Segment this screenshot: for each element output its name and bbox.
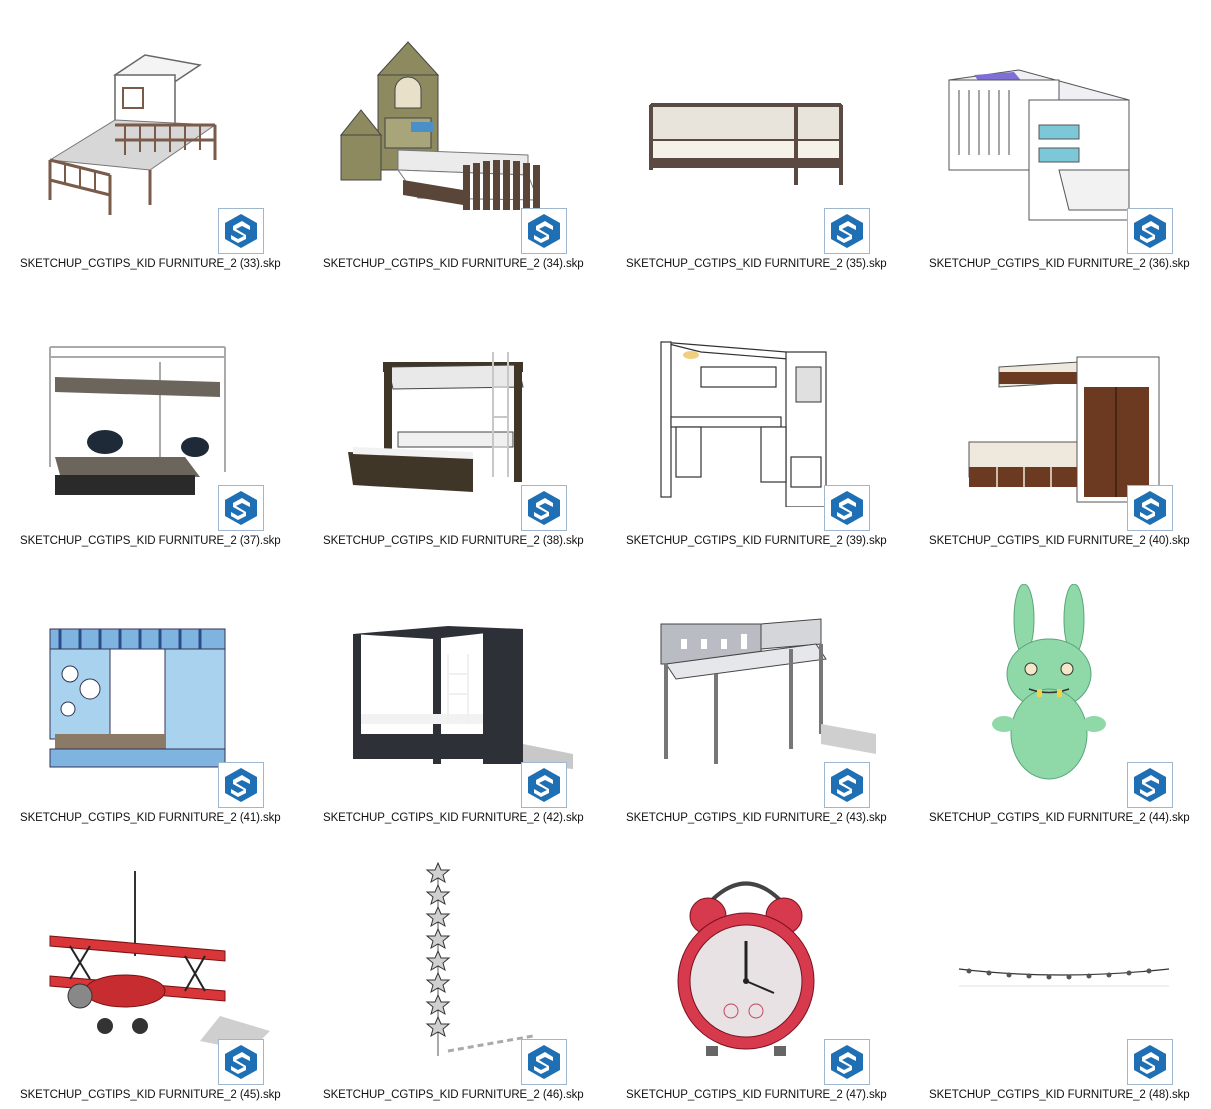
sketchup-logo-icon	[225, 491, 257, 525]
sketchup-logo-icon	[528, 214, 560, 248]
file-item[interactable]: SKETCHUP_CGTIPS_KID FURNITURE_2 (44).skp	[909, 554, 1211, 831]
file-thumbnail	[20, 861, 280, 1061]
file-name: SKETCHUP_CGTIPS_KID FURNITURE_2 (34).skp	[323, 258, 584, 270]
file-name: SKETCHUP_CGTIPS_KID FURNITURE_2 (46).skp	[323, 1089, 584, 1101]
sketchup-badge	[218, 208, 264, 254]
sketchup-badge	[218, 485, 264, 531]
sketchup-badge	[824, 762, 870, 808]
file-item[interactable]: SKETCHUP_CGTIPS_KID FURNITURE_2 (40).skp	[909, 277, 1211, 554]
sketchup-badge	[521, 485, 567, 531]
sketchup-badge	[1127, 208, 1173, 254]
dark-bunk-bed-icon	[353, 626, 573, 769]
sketchup-badge	[521, 208, 567, 254]
sketchup-badge	[218, 1039, 264, 1085]
sketchup-badge	[218, 762, 264, 808]
sketchup-logo-icon	[225, 768, 257, 802]
sketchup-badge	[824, 485, 870, 531]
file-name: SKETCHUP_CGTIPS_KID FURNITURE_2 (36).skp	[929, 258, 1190, 270]
sketchup-badge	[1127, 762, 1173, 808]
file-thumbnail	[20, 307, 280, 507]
file-item[interactable]: SKETCHUP_CGTIPS_KID FURNITURE_2 (46).skp	[303, 831, 606, 1108]
sketchup-badge	[521, 762, 567, 808]
file-thumbnail	[929, 584, 1189, 784]
file-thumbnail	[626, 307, 886, 507]
file-name: SKETCHUP_CGTIPS_KID FURNITURE_2 (37).skp	[20, 535, 281, 547]
sketchup-badge	[824, 1039, 870, 1085]
sketchup-logo-icon	[831, 768, 863, 802]
file-thumbnail	[929, 861, 1189, 1061]
file-thumbnail	[20, 30, 280, 230]
file-thumbnail	[20, 584, 280, 784]
file-name: SKETCHUP_CGTIPS_KID FURNITURE_2 (35).skp	[626, 258, 887, 270]
loft-bed-icon	[660, 618, 876, 764]
file-item[interactable]: SKETCHUP_CGTIPS_KID FURNITURE_2 (36).skp	[909, 0, 1211, 277]
file-thumbnail	[323, 861, 583, 1061]
sketchup-logo-icon	[1134, 768, 1166, 802]
file-item[interactable]: SKETCHUP_CGTIPS_KID FURNITURE_2 (47).skp	[606, 831, 909, 1108]
wardrobe-bunk-bed-icon	[968, 356, 1160, 503]
file-thumbnail	[323, 584, 583, 784]
file-item[interactable]: SKETCHUP_CGTIPS_KID FURNITURE_2 (34).skp	[303, 0, 606, 277]
file-item[interactable]: SKETCHUP_CGTIPS_KID FURNITURE_2 (48).skp	[909, 831, 1211, 1108]
file-item[interactable]: SKETCHUP_CGTIPS_KID FURNITURE_2 (39).skp	[606, 277, 909, 554]
sketchup-logo-icon	[831, 491, 863, 525]
file-name: SKETCHUP_CGTIPS_KID FURNITURE_2 (38).skp	[323, 535, 584, 547]
trundle-bunk-bed-icon	[348, 352, 524, 492]
sketchup-logo-icon	[528, 768, 560, 802]
file-name: SKETCHUP_CGTIPS_KID FURNITURE_2 (33).skp	[20, 258, 281, 270]
file-thumbnail	[929, 307, 1189, 507]
file-name: SKETCHUP_CGTIPS_KID FURNITURE_2 (41).skp	[20, 812, 281, 824]
sketchup-logo-icon	[528, 491, 560, 525]
sketchup-logo-icon	[225, 1045, 257, 1079]
file-name: SKETCHUP_CGTIPS_KID FURNITURE_2 (43).skp	[626, 812, 887, 824]
file-name: SKETCHUP_CGTIPS_KID FURNITURE_2 (44).skp	[929, 812, 1190, 824]
file-name: SKETCHUP_CGTIPS_KID FURNITURE_2 (48).skp	[929, 1089, 1190, 1101]
sketchup-logo-icon	[1134, 1045, 1166, 1079]
sketchup-logo-icon	[225, 214, 257, 248]
loft-desk-bed-icon	[660, 341, 827, 507]
file-item[interactable]: SKETCHUP_CGTIPS_KID FURNITURE_2 (33).skp	[0, 0, 303, 277]
file-name: SKETCHUP_CGTIPS_KID FURNITURE_2 (42).skp	[323, 812, 584, 824]
sketchup-badge	[1127, 485, 1173, 531]
sketchup-logo-icon	[1134, 214, 1166, 248]
string-lights-icon	[958, 968, 1170, 987]
sketchup-logo-icon	[528, 1045, 560, 1079]
sketchup-logo-icon	[831, 1045, 863, 1079]
crib-icon	[948, 69, 1130, 221]
metal-bunk-bed-icon	[49, 346, 226, 495]
daybed-icon	[649, 103, 843, 185]
file-thumbnail	[929, 30, 1189, 230]
sketchup-logo-icon	[831, 214, 863, 248]
file-thumbnail	[323, 307, 583, 507]
bunny-toy-icon	[992, 584, 1106, 780]
file-item[interactable]: SKETCHUP_CGTIPS_KID FURNITURE_2 (42).skp	[303, 554, 606, 831]
blue-bunk-bed-icon	[49, 628, 226, 768]
biplane-toy-icon	[49, 871, 270, 1051]
house-bed-icon	[339, 41, 540, 210]
file-item[interactable]: SKETCHUP_CGTIPS_KID FURNITURE_2 (41).skp	[0, 554, 303, 831]
file-name: SKETCHUP_CGTIPS_KID FURNITURE_2 (47).skp	[626, 1089, 887, 1101]
sketchup-badge	[1127, 1039, 1173, 1085]
file-thumbnail	[323, 30, 583, 230]
file-item[interactable]: SKETCHUP_CGTIPS_KID FURNITURE_2 (43).skp	[606, 554, 909, 831]
star-garland-icon	[425, 861, 534, 1056]
file-item[interactable]: SKETCHUP_CGTIPS_KID FURNITURE_2 (38).skp	[303, 277, 606, 554]
file-thumbnail	[626, 30, 886, 230]
file-name: SKETCHUP_CGTIPS_KID FURNITURE_2 (40).skp	[929, 535, 1190, 547]
file-item[interactable]: SKETCHUP_CGTIPS_KID FURNITURE_2 (45).skp	[0, 831, 303, 1108]
file-name: SKETCHUP_CGTIPS_KID FURNITURE_2 (39).skp	[626, 535, 887, 547]
file-thumbnail	[626, 584, 886, 784]
sketchup-badge	[824, 208, 870, 254]
file-thumbnail	[626, 861, 886, 1061]
sketchup-badge	[521, 1039, 567, 1085]
sketchup-logo-icon	[1134, 491, 1166, 525]
cabin-bed-icon	[48, 54, 217, 215]
file-item[interactable]: SKETCHUP_CGTIPS_KID FURNITURE_2 (35).skp	[606, 0, 909, 277]
file-item[interactable]: SKETCHUP_CGTIPS_KID FURNITURE_2 (37).skp	[0, 277, 303, 554]
file-name: SKETCHUP_CGTIPS_KID FURNITURE_2 (45).skp	[20, 1089, 281, 1101]
alarm-clock-icon	[677, 881, 815, 1056]
